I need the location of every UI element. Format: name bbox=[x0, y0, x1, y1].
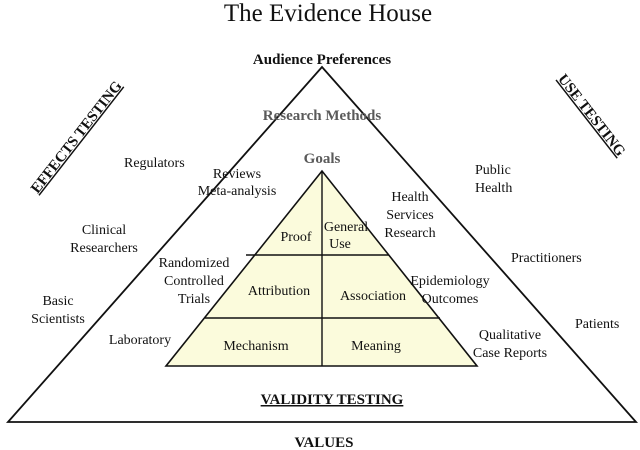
goal-association: Association bbox=[340, 289, 406, 304]
goal-general-line2: Use bbox=[329, 237, 351, 252]
audience-clinical-line1: Clinical bbox=[82, 223, 126, 238]
goal-general-line1: General bbox=[324, 220, 368, 235]
method-epidemiology-line2: Outcomes bbox=[422, 292, 479, 307]
method-reviews-line1: Reviews bbox=[213, 167, 261, 182]
audience-preferences-label: Audience Preferences bbox=[253, 52, 391, 68]
method-laboratory: Laboratory bbox=[109, 333, 171, 348]
method-health-line2: Services bbox=[386, 208, 433, 223]
method-health-line1: Health bbox=[391, 190, 428, 205]
audience-basic-line2: Scientists bbox=[31, 312, 85, 327]
values-label: VALUES bbox=[295, 435, 354, 450]
method-rct-line1: Randomized bbox=[159, 256, 230, 271]
audience-public-line1: Public bbox=[475, 163, 511, 178]
method-qualitative-line1: Qualitative bbox=[479, 328, 541, 343]
method-qualitative-line2: Case Reports bbox=[473, 346, 547, 361]
method-reviews-line2: Meta-analysis bbox=[198, 184, 277, 199]
page-title: The Evidence House bbox=[224, 0, 432, 27]
audience-public-line2: Health bbox=[475, 181, 512, 196]
method-epidemiology-line1: Epidemiology bbox=[410, 274, 489, 289]
effects-testing-label: EFFECTS TESTING bbox=[28, 78, 126, 197]
goal-mechanism: Mechanism bbox=[223, 339, 288, 354]
audience-patients: Patients bbox=[575, 317, 619, 332]
method-rct-line2: Controlled bbox=[164, 274, 224, 289]
goals-label: Goals bbox=[304, 151, 341, 167]
research-methods-label: Research Methods bbox=[263, 108, 382, 124]
goal-meaning: Meaning bbox=[351, 339, 401, 354]
use-testing-label: USE TESTING bbox=[554, 71, 628, 159]
method-rct-line3: Trials bbox=[178, 292, 210, 307]
outer-triangle bbox=[6, 65, 638, 423]
method-health-line3: Research bbox=[384, 226, 435, 241]
audience-regulators: Regulators bbox=[124, 156, 185, 171]
validity-testing-label: VALIDITY TESTING bbox=[261, 392, 404, 408]
goal-proof: Proof bbox=[280, 230, 311, 245]
audience-practitioners: Practitioners bbox=[511, 251, 582, 266]
audience-clinical-line2: Researchers bbox=[70, 241, 138, 256]
audience-basic-line1: Basic bbox=[42, 294, 73, 309]
goal-attribution: Attribution bbox=[248, 284, 310, 299]
